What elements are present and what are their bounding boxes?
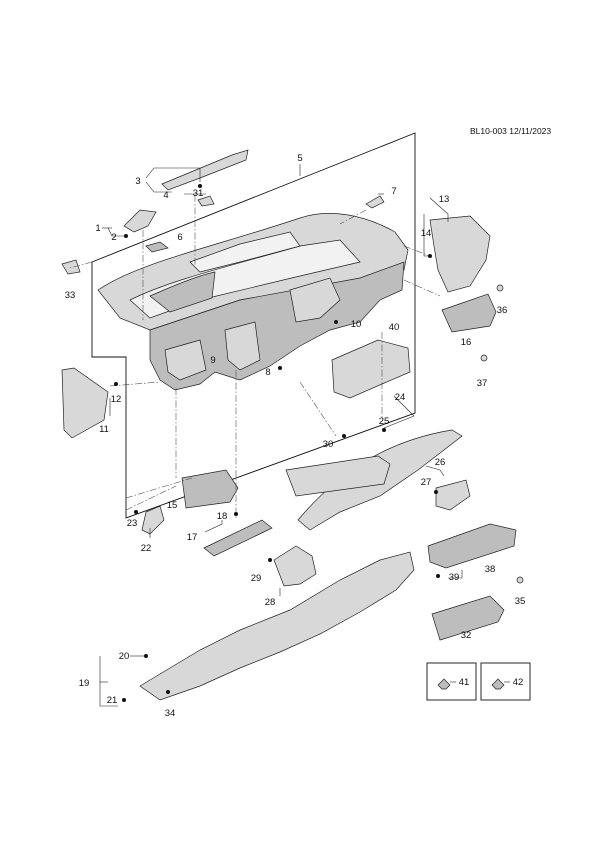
part-15-vent <box>181 469 239 509</box>
callout-25: 25 <box>379 416 390 427</box>
callout-29: 29 <box>251 573 262 584</box>
part-22-bezel <box>141 505 165 535</box>
part-36-fastener <box>496 284 504 292</box>
callout-21: 21 <box>107 695 118 706</box>
callout-13: 13 <box>439 194 450 205</box>
part-3-trim <box>161 149 249 191</box>
part-35-fastener <box>516 576 524 584</box>
callout-12: 12 <box>111 394 122 405</box>
part-40-bracket <box>331 339 411 399</box>
callout-37: 37 <box>477 378 488 389</box>
main-assembly-frame <box>91 132 416 519</box>
callout-34: 34 <box>165 708 176 719</box>
callout-2: 2 <box>111 232 116 243</box>
callout-41: 41 <box>459 677 470 688</box>
callout-18: 18 <box>217 511 228 522</box>
callout-32: 32 <box>461 630 472 641</box>
callout-35: 35 <box>515 596 526 607</box>
callout-24: 24 <box>395 392 406 403</box>
part-19-floor-console <box>139 551 415 701</box>
clip-41-icon <box>437 678 451 690</box>
callout-26: 26 <box>435 457 446 468</box>
callout-10: 10 <box>351 319 362 330</box>
instrument-panel-upper <box>97 213 409 331</box>
callout-22: 22 <box>141 543 152 554</box>
part-6-grille <box>145 241 169 253</box>
callout-20: 20 <box>119 651 130 662</box>
legend-fastener-41: 41 <box>426 662 477 701</box>
callout-23: 23 <box>127 518 138 529</box>
part-13-end-panel <box>429 215 491 293</box>
callout-28: 28 <box>265 597 276 608</box>
part-7-bracket <box>365 195 385 209</box>
callout-19: 19 <box>79 678 90 689</box>
part-38-switch-panel <box>427 523 517 569</box>
callout-7: 7 <box>391 186 396 197</box>
diagram-reference: BL10-003 12/11/2023 <box>470 126 552 136</box>
callout-labels: 5 3 4 31 7 13 1 2 6 14 33 36 10 40 16 9 … <box>65 153 526 719</box>
fastener-dots <box>114 184 440 702</box>
part-17-bracket <box>203 519 273 557</box>
callout-1: 1 <box>95 223 100 234</box>
callout-14: 14 <box>421 228 432 239</box>
callout-9: 9 <box>210 355 215 366</box>
part-37-fastener <box>480 354 488 362</box>
part-27-panel <box>285 455 391 497</box>
cross-car-beam <box>149 261 405 391</box>
callout-5: 5 <box>297 153 302 164</box>
callout-38: 38 <box>485 564 496 575</box>
callout-3: 3 <box>135 176 140 187</box>
clip-42-icon <box>491 678 505 690</box>
legend-fastener-42: 42 <box>480 662 531 701</box>
part-1-vent <box>123 209 157 233</box>
part-11-side-trim <box>61 367 109 439</box>
part-28-cover <box>273 545 317 587</box>
part-26-trim <box>435 479 471 511</box>
callout-39: 39 <box>449 572 460 583</box>
part-31-clip <box>197 195 215 207</box>
callout-6: 6 <box>177 232 182 243</box>
callout-42: 42 <box>513 677 524 688</box>
callout-31: 31 <box>193 188 204 199</box>
callout-33: 33 <box>65 290 76 301</box>
callout-40: 40 <box>389 322 400 333</box>
callout-15: 15 <box>167 500 178 511</box>
assembly-lines <box>69 195 441 520</box>
part-33-sensor <box>61 259 81 275</box>
callout-8: 8 <box>265 367 270 378</box>
callout-4: 4 <box>163 190 168 201</box>
callout-27: 27 <box>421 477 432 488</box>
part-32-module <box>431 595 505 641</box>
callout-30: 30 <box>323 439 334 450</box>
callout-17: 17 <box>187 532 198 543</box>
part-16-display <box>441 293 497 333</box>
callout-16: 16 <box>461 337 472 348</box>
callout-36: 36 <box>497 305 508 316</box>
callout-11: 11 <box>99 424 109 435</box>
